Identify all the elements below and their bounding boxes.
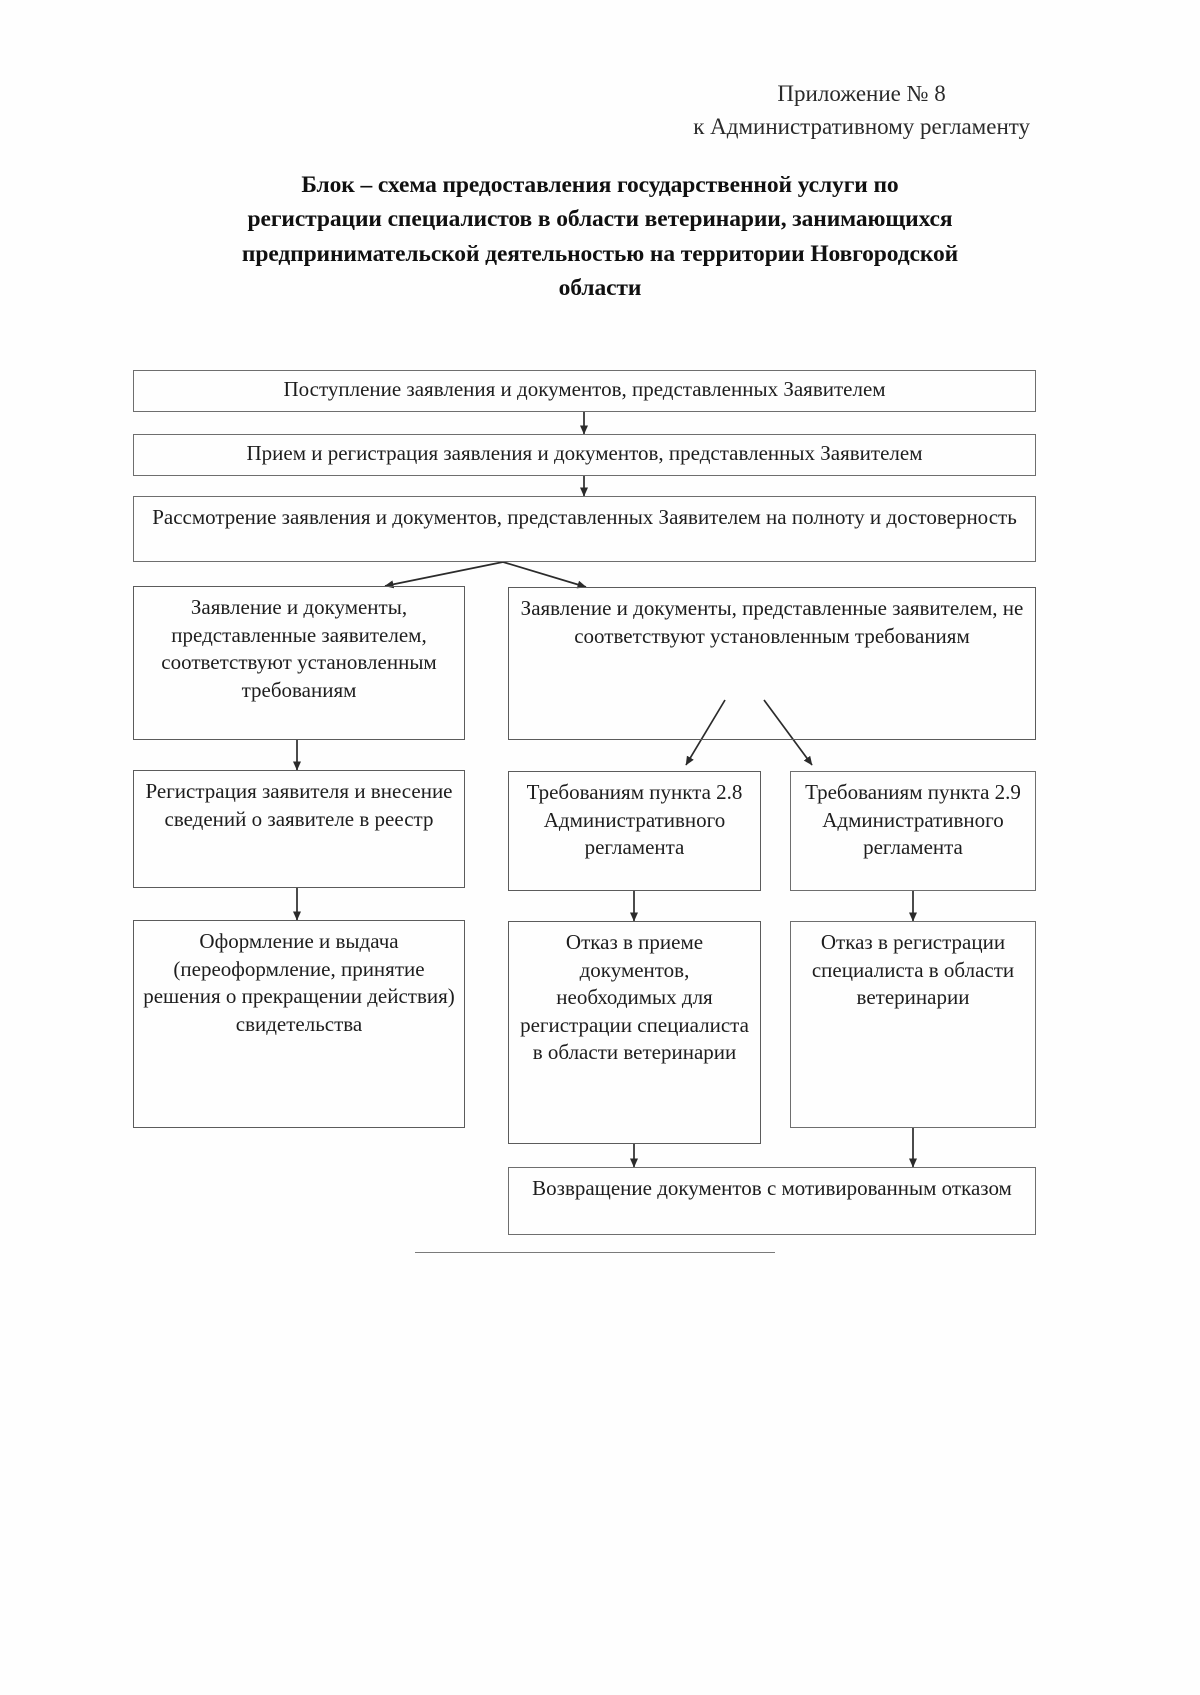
page-title: Блок – схема предоставления государствен… bbox=[185, 168, 1015, 305]
flow-node-issue-certificate[interactable]: Оформление и выдача (переоформление, при… bbox=[133, 920, 465, 1128]
appendix-number: Приложение № 8 bbox=[777, 81, 946, 106]
flow-node-label: Требованиям пункта 2.8 Административного… bbox=[526, 780, 743, 859]
flow-node-label: Отказ в регистрации специалиста в област… bbox=[811, 930, 1015, 1009]
page-title-line-2: регистрации специалистов в области ветер… bbox=[247, 206, 953, 233]
flow-node-label: Заявление и документы, представленные за… bbox=[520, 596, 1024, 648]
flow-node-incoming-application[interactable]: Поступление заявления и документов, пред… bbox=[133, 370, 1036, 412]
flow-node-label: Возвращение документов с мотивированным … bbox=[532, 1176, 1012, 1200]
flow-node-label: Требованиям пункта 2.9 Административного… bbox=[805, 780, 1021, 859]
flow-node-label: Рассмотрение заявления и документов, пре… bbox=[152, 505, 1017, 529]
page-title-line-4: области bbox=[558, 274, 642, 301]
appendix-header: Приложение № 8 к Административному регла… bbox=[693, 78, 1030, 143]
page-title-line-3: предпринимательской деятельностью на тер… bbox=[241, 240, 959, 267]
flow-node-clause-2-9[interactable]: Требованиям пункта 2.9 Административного… bbox=[790, 771, 1036, 891]
flow-node-review-completeness[interactable]: Рассмотрение заявления и документов, пре… bbox=[133, 496, 1036, 562]
flow-node-documents-compliant[interactable]: Заявление и документы, представленные за… bbox=[133, 586, 465, 740]
flow-node-label: Регистрация заявителя и внесение сведени… bbox=[145, 779, 453, 831]
flow-node-refuse-acceptance[interactable]: Отказ в приеме документов, необходимых д… bbox=[508, 921, 761, 1144]
flow-node-clause-2-8[interactable]: Требованиям пункта 2.8 Административного… bbox=[508, 771, 761, 891]
flow-node-receipt-registration[interactable]: Прием и регистрация заявления и документ… bbox=[133, 434, 1036, 476]
flow-node-return-documents[interactable]: Возвращение документов с мотивированным … bbox=[508, 1167, 1036, 1235]
flow-node-label: Отказ в приеме документов, необходимых д… bbox=[520, 930, 749, 1064]
flow-node-label: Прием и регистрация заявления и документ… bbox=[246, 441, 923, 466]
flow-node-label: Заявление и документы, представленные за… bbox=[161, 595, 437, 702]
flow-node-refuse-registration[interactable]: Отказ в регистрации специалиста в област… bbox=[790, 921, 1036, 1128]
flow-node-label: Оформление и выдача (переоформление, при… bbox=[143, 929, 455, 1036]
appendix-reference: к Административному регламенту bbox=[693, 113, 1030, 139]
page-title-line-1: Блок – схема предоставления государствен… bbox=[301, 172, 899, 198]
page-footer-rule bbox=[415, 1252, 775, 1253]
flow-node-documents-noncompliant[interactable]: Заявление и документы, представленные за… bbox=[508, 587, 1036, 740]
flow-node-register-applicant[interactable]: Регистрация заявителя и внесение сведени… bbox=[133, 770, 465, 888]
flow-node-label: Поступление заявления и документов, пред… bbox=[283, 377, 886, 402]
